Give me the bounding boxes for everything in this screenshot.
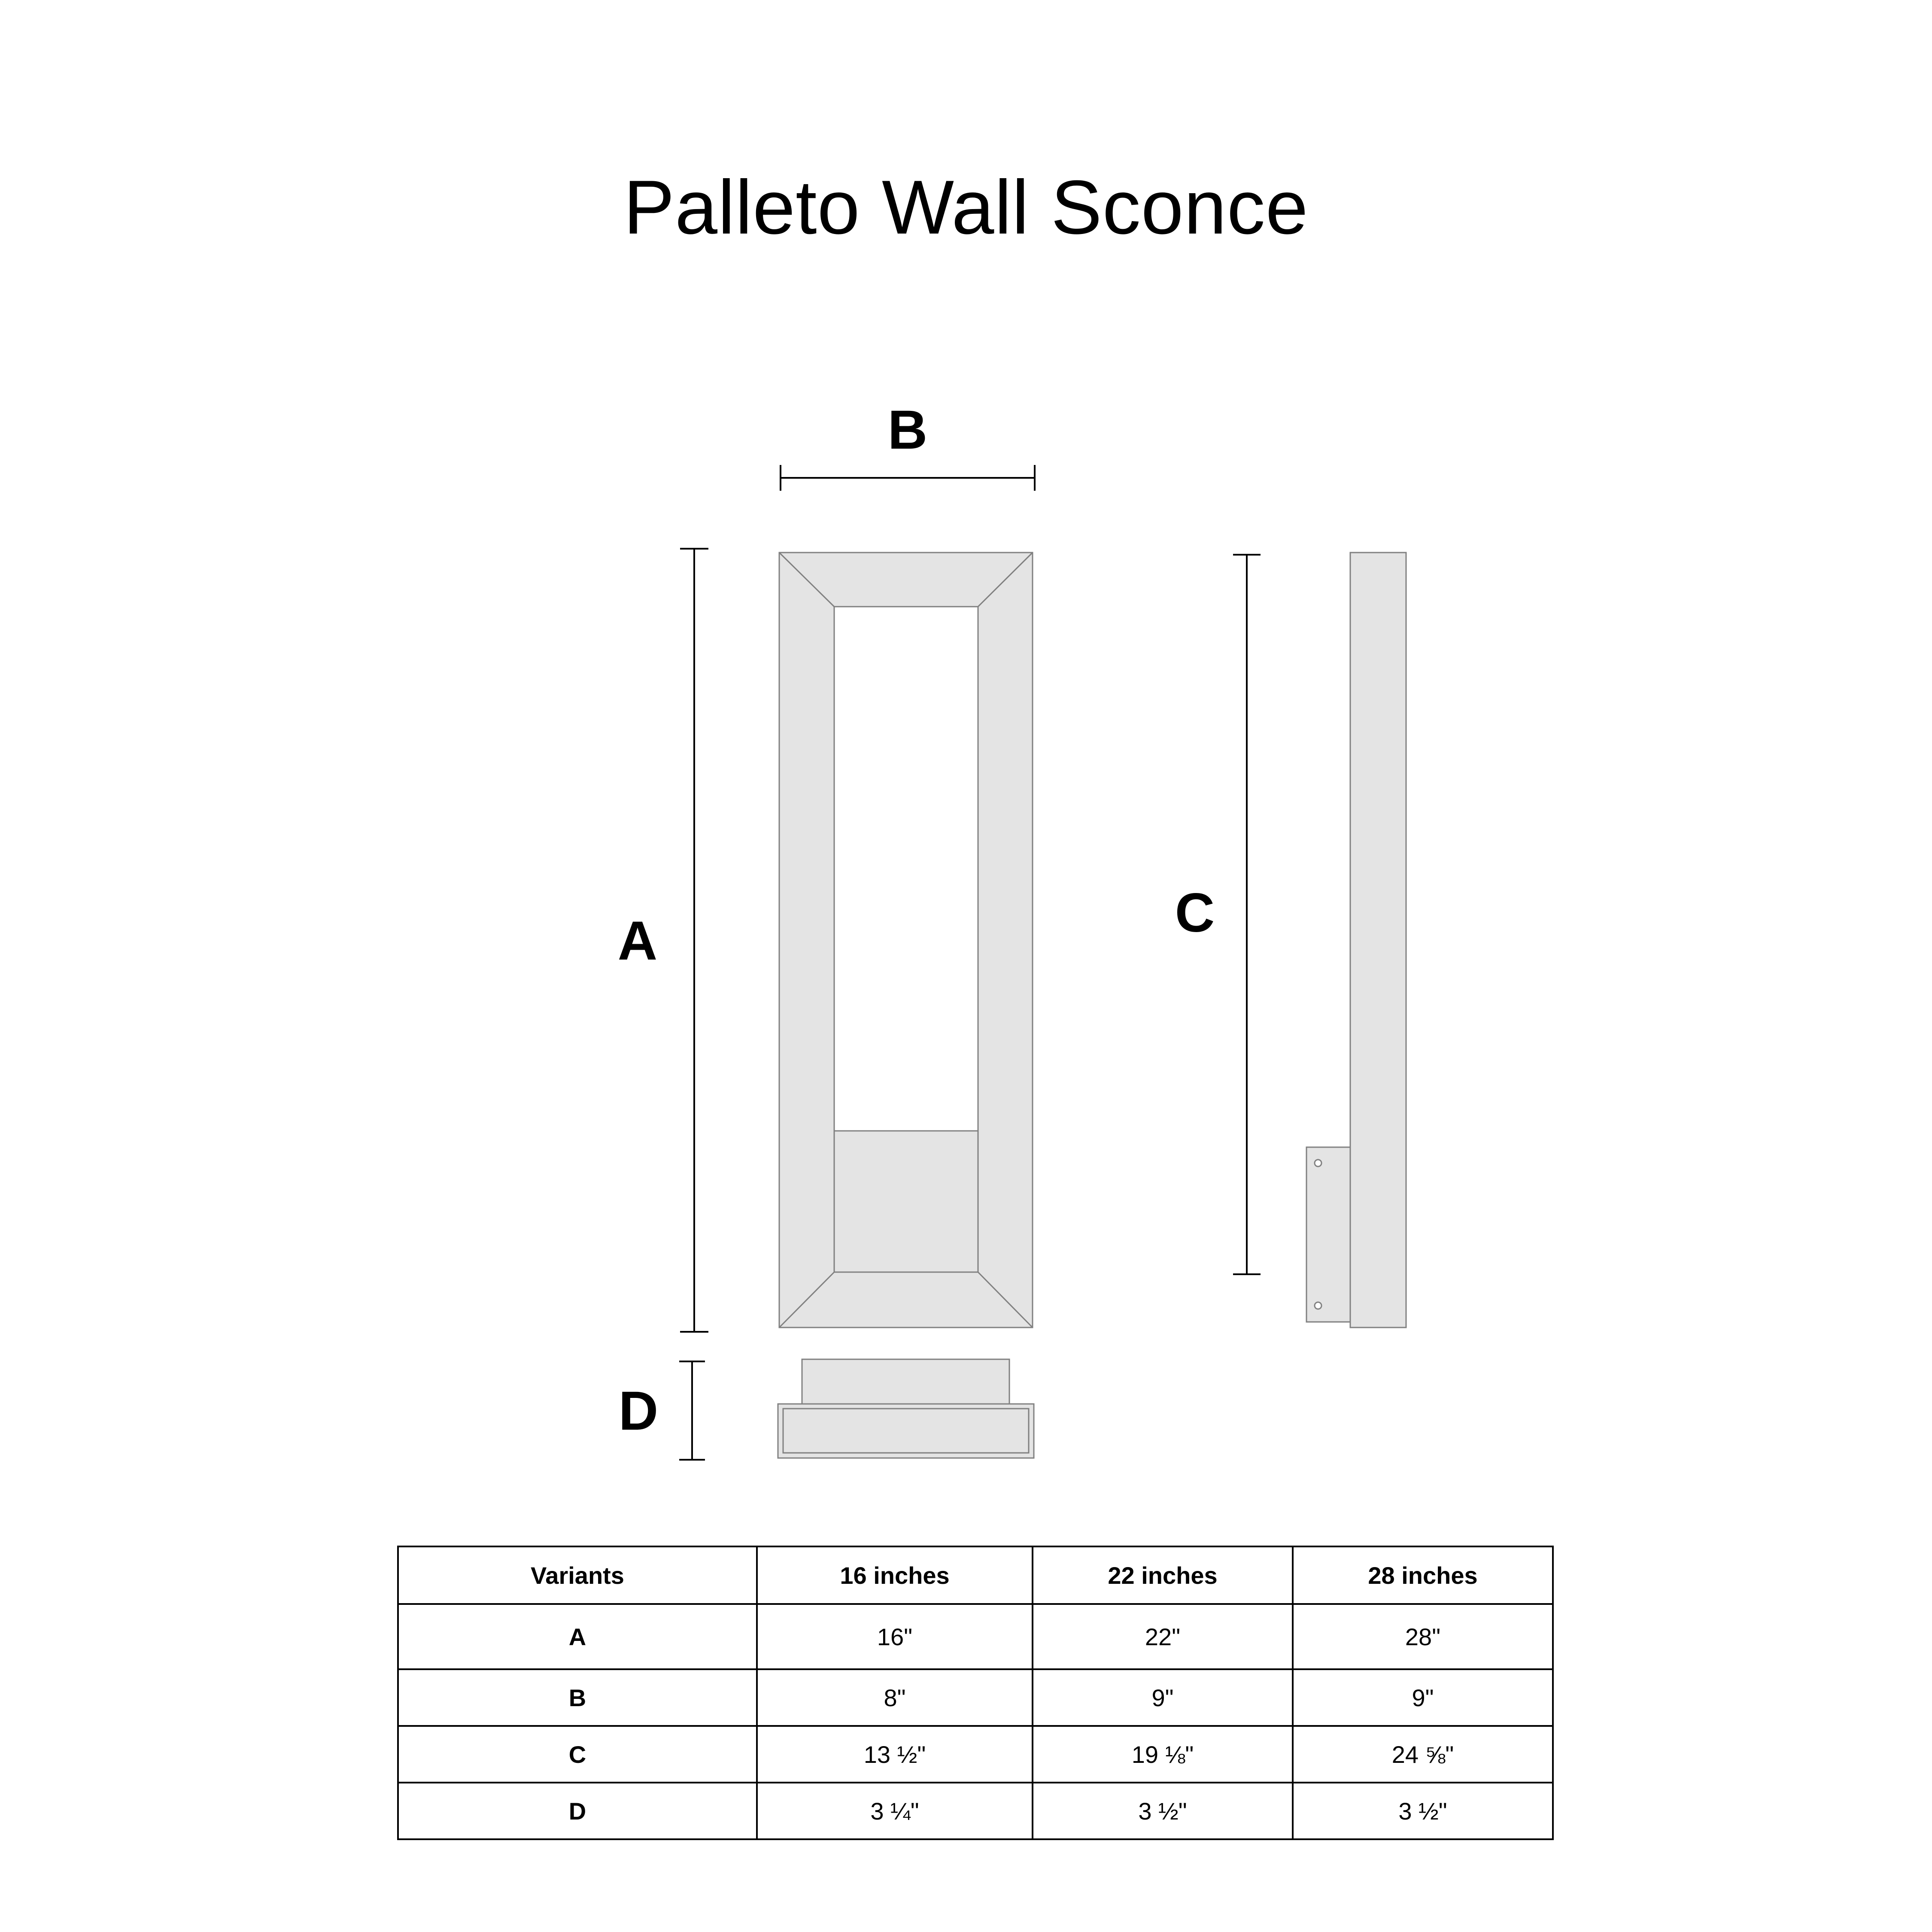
table-cell: 28" [1292, 1603, 1554, 1670]
dimension-label-a: A [618, 910, 657, 972]
table-cell: 19 ⅛" [1032, 1725, 1294, 1783]
table-cell: 3 ¼" [756, 1782, 1033, 1840]
dimension-b [780, 465, 1036, 491]
dimensions-table: Variants 16 inches 22 inches 28 inches A… [397, 1546, 1554, 1840]
table-cell: 16" [756, 1603, 1033, 1670]
table-header-row: Variants 16 inches 22 inches 28 inches [397, 1546, 1554, 1605]
row-label: A [397, 1603, 758, 1670]
table-cell: 22" [1032, 1603, 1294, 1670]
table-cell: 13 ½" [756, 1725, 1033, 1783]
table-cell: 9" [1292, 1668, 1554, 1727]
table-header: 28 inches [1292, 1546, 1554, 1605]
table-row: B 8" 9" 9" [397, 1668, 1554, 1727]
table-cell: 3 ½" [1032, 1782, 1294, 1840]
table-cell: 24 ⅝" [1292, 1725, 1554, 1783]
dimension-d [679, 1361, 705, 1461]
front-view [778, 552, 1033, 1328]
table-header: 22 inches [1032, 1546, 1294, 1605]
screw-icon [1314, 1159, 1322, 1167]
row-label: D [397, 1782, 758, 1840]
table-header: 16 inches [756, 1546, 1033, 1605]
table-cell: 3 ½" [1292, 1782, 1554, 1840]
table-row: D 3 ¼" 3 ½" 3 ½" [397, 1782, 1554, 1840]
dimension-label-d: D [619, 1380, 658, 1442]
dimension-label-c: C [1175, 882, 1215, 944]
table-header: Variants [397, 1546, 758, 1605]
side-view [1306, 552, 1407, 1328]
bottom-view [777, 1358, 1035, 1459]
dimension-c [1233, 554, 1261, 1275]
table-row: C 13 ½" 19 ⅛" 24 ⅝" [397, 1725, 1554, 1783]
screw-icon [1314, 1301, 1322, 1310]
table-row: A 16" 22" 28" [397, 1603, 1554, 1670]
table-cell: 8" [756, 1668, 1033, 1727]
row-label: B [397, 1668, 758, 1727]
dimension-a [680, 548, 708, 1333]
page-title: Palleto Wall Sconce [623, 164, 1309, 250]
table-cell: 9" [1032, 1668, 1294, 1727]
row-label: C [397, 1725, 758, 1783]
dimension-label-b: B [888, 399, 927, 461]
